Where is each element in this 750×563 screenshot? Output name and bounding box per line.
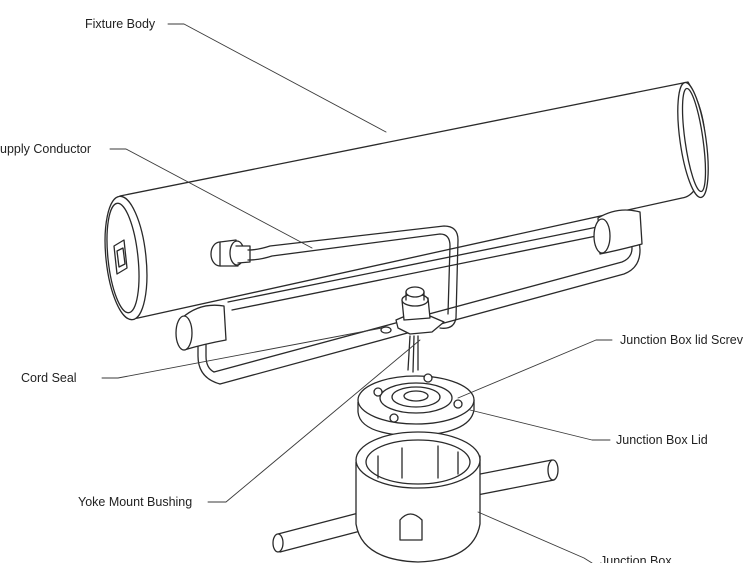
fixture-body	[104, 81, 709, 321]
supply-conductor	[247, 225, 459, 329]
leader-junction-box-lid-screw	[457, 339, 613, 399]
yoke-bracket	[175, 209, 643, 385]
junction-box	[272, 431, 559, 563]
label-yoke-mount-bushing: Yoke Mount Bushing	[78, 495, 193, 509]
leader-junction-box-lid	[469, 409, 611, 441]
label-junction-box: Junction Box	[600, 554, 672, 563]
cord-seal	[210, 239, 251, 267]
label-junction-box-lid-screw: Junction Box lid Screv	[620, 333, 743, 347]
label-fixture-body: Fixture Body	[85, 17, 156, 31]
yoke-mount-bushing	[380, 286, 445, 373]
leader-lines	[101, 23, 613, 563]
label-cord-seal: Cord Seal	[21, 371, 77, 385]
leader-supply-conductor	[109, 148, 313, 249]
label-junction-box-lid: Junction Box Lid	[616, 433, 708, 447]
leader-junction-box	[477, 511, 593, 563]
leader-fixture-body	[167, 23, 387, 133]
label-supply-conductor: upply Conductor	[0, 142, 92, 156]
leader-yoke-mount-bushing	[207, 339, 421, 503]
junction-box-lid	[357, 373, 475, 437]
leader-cord-seal	[101, 327, 383, 379]
